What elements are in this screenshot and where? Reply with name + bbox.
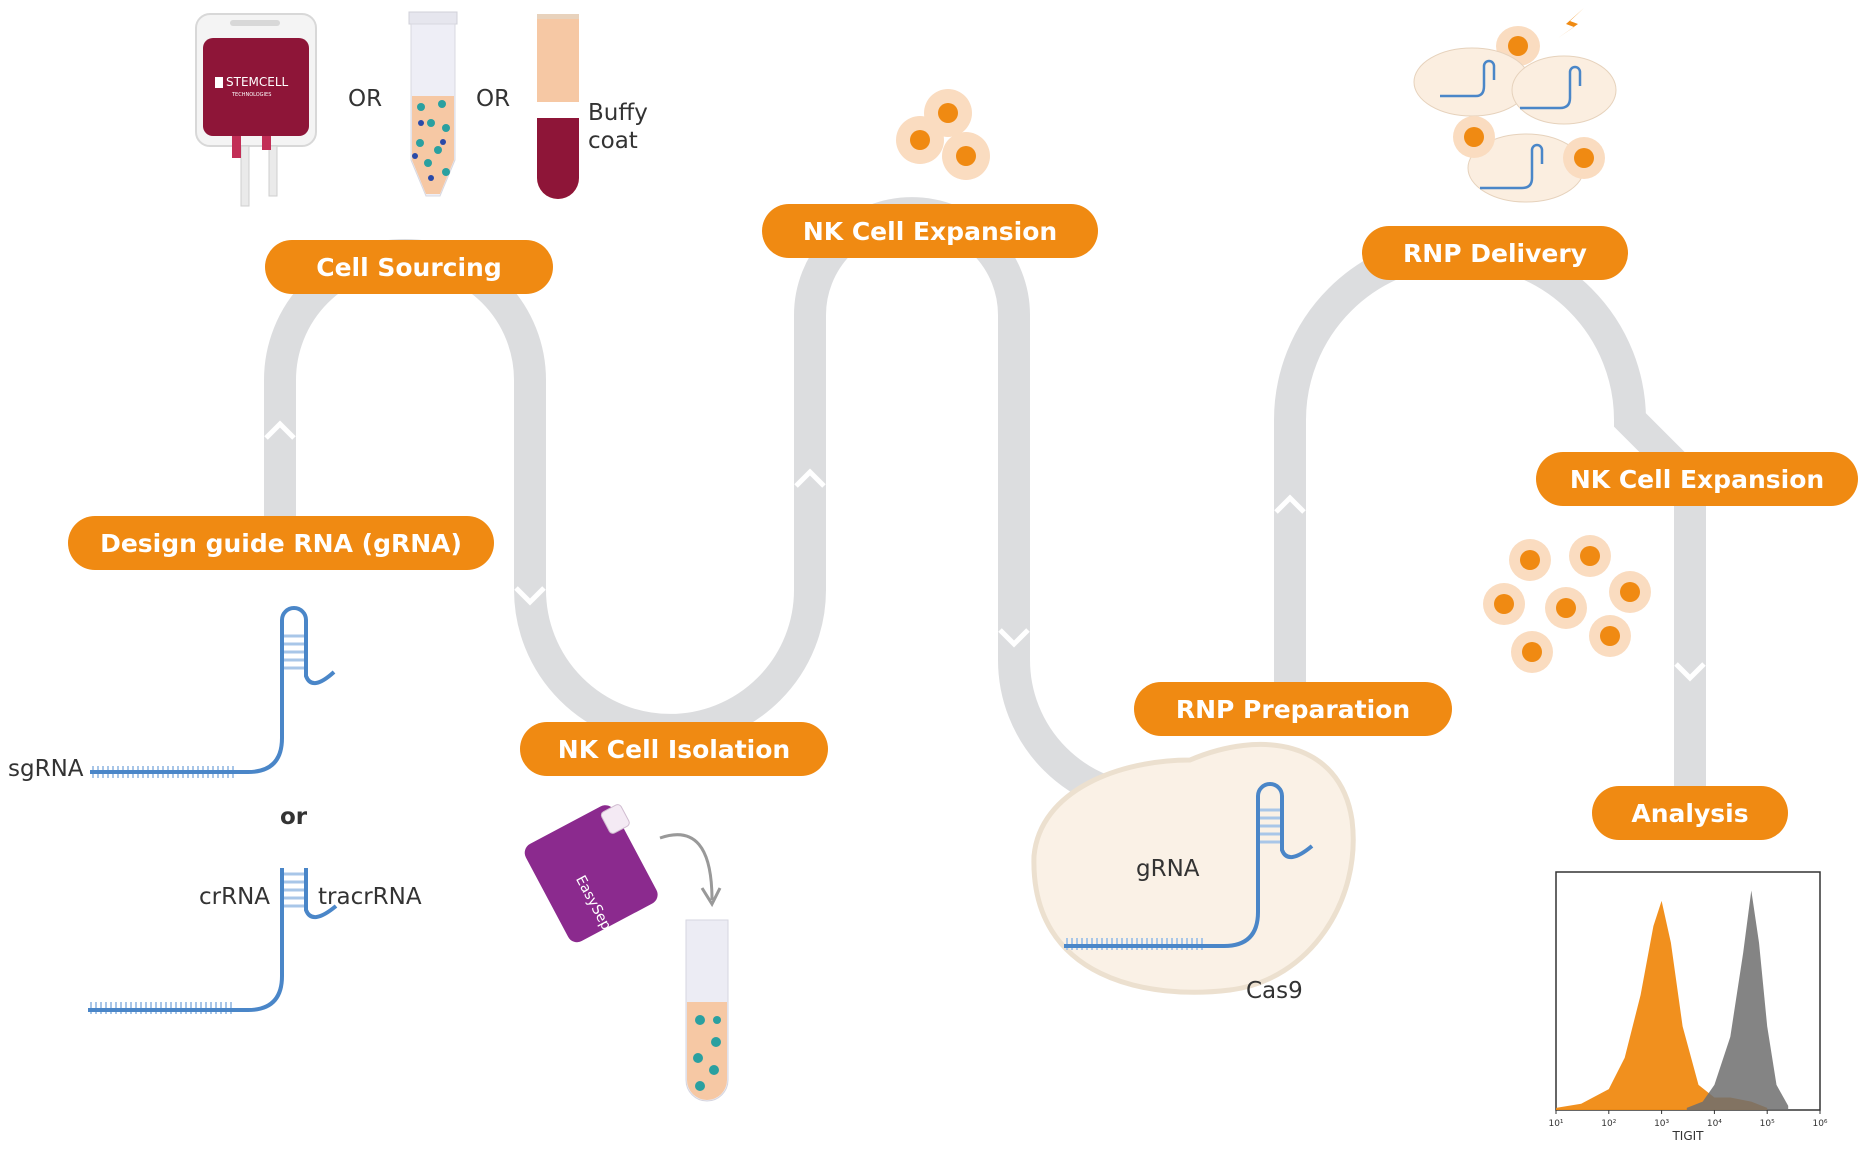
- histogram-tick-label: 10⁵: [1760, 1119, 1775, 1129]
- step-nk-expansion-2: NK Cell Expansion: [1536, 452, 1858, 506]
- blood-bag-icon: STEMCELL TECHNOLOGIES: [195, 13, 317, 207]
- histogram-series-1: [1556, 900, 1768, 1110]
- tigit-histogram: 10¹ 10² 10³ 10⁴ 10⁵ 10⁶ TIGIT: [1548, 871, 1828, 1143]
- or-label-grna: or: [280, 804, 308, 830]
- histogram-series-2: [1686, 890, 1789, 1110]
- histogram-tick-label: 10⁴: [1707, 1119, 1722, 1129]
- nk-cells-icon-1: [896, 89, 990, 180]
- sgrna-label: sgRNA: [8, 756, 84, 782]
- step-cell-sourcing-label: Cell Sourcing: [316, 253, 502, 282]
- step-nk-isolation: NK Cell Isolation: [520, 722, 828, 776]
- arrow-icon: [659, 833, 714, 901]
- bag-logo: STEMCELL: [226, 75, 289, 89]
- cas9-label: Cas9: [1246, 978, 1303, 1004]
- histogram-tick-label: 10³: [1654, 1119, 1669, 1129]
- step-design-grna-label: Design guide RNA (gRNA): [100, 529, 462, 558]
- isolated-cells-tube-icon: [685, 919, 729, 1102]
- nk-cells-icon-2: [1483, 535, 1651, 673]
- step-rnp-preparation: RNP Preparation: [1134, 682, 1452, 736]
- step-nk-expansion-1-label: NK Cell Expansion: [803, 217, 1057, 246]
- histogram-tick-label: 10²: [1601, 1119, 1616, 1129]
- or-label-1: OR: [348, 86, 382, 112]
- step-rnp-delivery: RNP Delivery: [1362, 226, 1628, 280]
- crrna-label: crRNA: [199, 884, 270, 910]
- step-rnp-preparation-label: RNP Preparation: [1176, 695, 1410, 724]
- buffy-coat-label-2: coat: [588, 128, 638, 154]
- step-nk-expansion-1: NK Cell Expansion: [762, 204, 1098, 258]
- histogram-series: [1556, 890, 1789, 1110]
- histogram-ticks: 10¹ 10² 10³ 10⁴ 10⁵ 10⁶: [1548, 1110, 1828, 1129]
- step-design-grna: Design guide RNA (gRNA): [68, 516, 494, 570]
- step-cell-sourcing: Cell Sourcing: [265, 240, 553, 294]
- sgrna-icon: [90, 606, 336, 778]
- easysep-magnet-icon: EasySep™: [524, 804, 658, 945]
- histogram-tick-label: 10¹: [1548, 1119, 1563, 1129]
- histogram-tick-label: 10⁶: [1812, 1119, 1827, 1129]
- cas9-rnp-icon: [1031, 742, 1356, 995]
- transfected-cells-icon: [1413, 8, 1617, 203]
- histogram-xlabel: TIGIT: [1671, 1129, 1704, 1143]
- arrow-head-icon: [700, 887, 722, 908]
- conical-tube-icon: [408, 11, 458, 197]
- grna-label: gRNA: [1136, 856, 1200, 882]
- step-nk-isolation-label: NK Cell Isolation: [558, 735, 790, 764]
- step-analysis: Analysis: [1592, 786, 1788, 840]
- or-label-2: OR: [476, 86, 510, 112]
- step-analysis-label: Analysis: [1631, 799, 1748, 828]
- buffy-coat-label-1: Buffy: [588, 100, 648, 126]
- step-nk-expansion-2-label: NK Cell Expansion: [1570, 465, 1824, 494]
- buffy-coat-tube-icon: [537, 14, 579, 199]
- step-rnp-delivery-label: RNP Delivery: [1403, 239, 1587, 268]
- bag-logo-sub: TECHNOLOGIES: [231, 92, 271, 98]
- crrna-tracrrna-icon: [88, 868, 338, 1014]
- tracrrna-label: tracrRNA: [318, 884, 422, 910]
- workflow-track: [264, 197, 1706, 816]
